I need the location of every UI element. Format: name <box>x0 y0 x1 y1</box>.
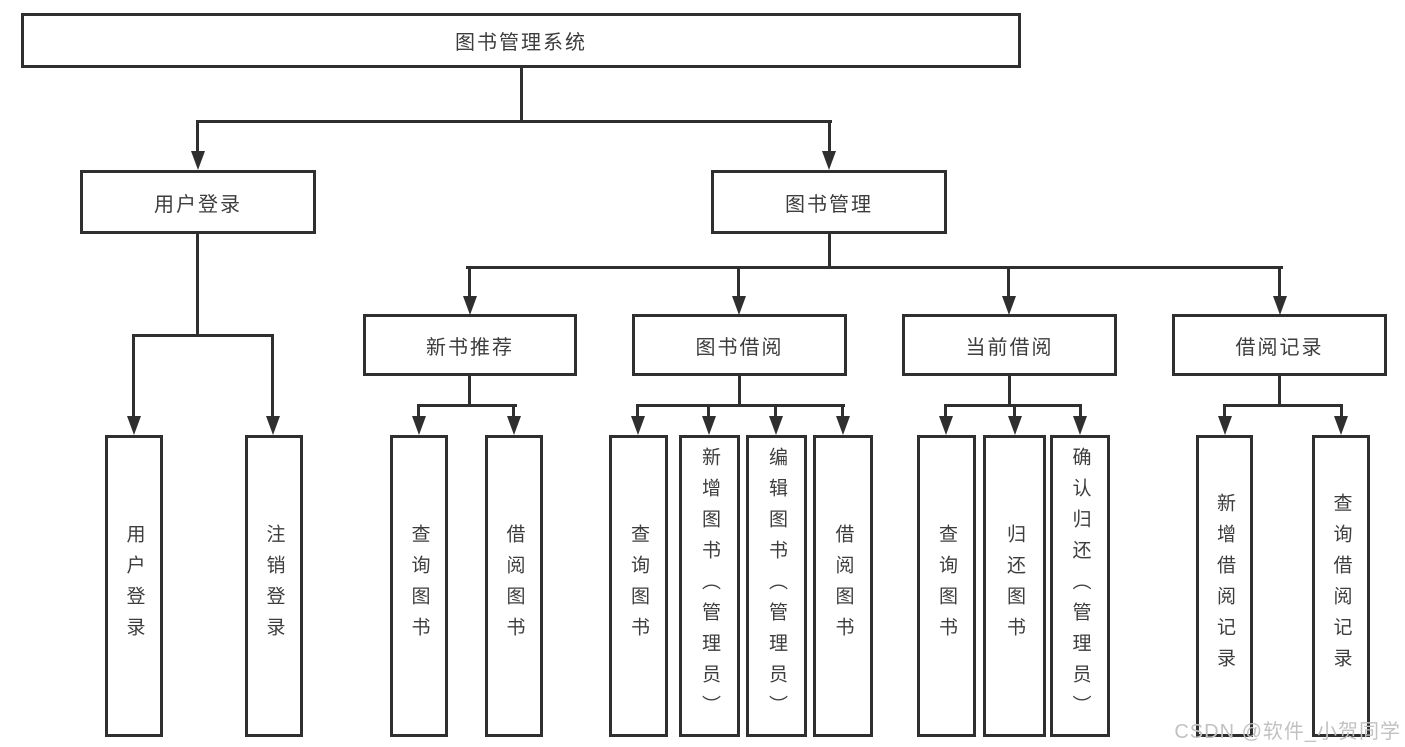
connector-current-drop-1 <box>944 404 947 420</box>
arrowhead-borrow-records <box>1273 296 1287 315</box>
connector-root-drop-right <box>828 120 831 156</box>
leaf-borrow-query-books-label: 查询图书 <box>628 524 649 648</box>
arrowhead-leaf-user-login <box>127 416 141 435</box>
arrowhead-book-borrow <box>732 296 746 315</box>
node-user-login: 用户登录 <box>80 170 316 234</box>
connector-mgmt-drop-1 <box>468 266 471 300</box>
leaf-borrow-books: 借阅图书 <box>813 435 873 737</box>
leaf-query-borrow-record-label: 查询借阅记录 <box>1330 493 1352 679</box>
node-borrow-records: 借阅记录 <box>1172 314 1387 376</box>
connector-recommend-stem <box>468 376 471 407</box>
arrowhead-recommend-borrow <box>507 416 521 435</box>
connector-current-drop-3 <box>1079 404 1082 420</box>
leaf-add-borrow-record: 新增借阅记录 <box>1196 435 1253 737</box>
connector-root-stem <box>520 68 523 121</box>
arrowhead-user-login <box>191 151 205 170</box>
leaf-edit-books-admin: 编辑图书（管理员） <box>746 435 807 737</box>
connector-mgmt-drop-2 <box>737 266 740 300</box>
connector-login-drop-right <box>271 334 274 420</box>
connector-records-stem <box>1278 376 1281 407</box>
leaf-user-login-label: 用户登录 <box>123 524 145 648</box>
leaf-add-books-admin: 新增图书（管理员） <box>679 435 740 737</box>
arrowhead-book-management <box>822 151 836 170</box>
node-new-book-recommend: 新书推荐 <box>363 314 577 376</box>
connector-recommend-drop-2 <box>512 404 515 420</box>
arrowhead-edit-books <box>769 416 783 435</box>
leaf-return-books: 归还图书 <box>983 435 1046 737</box>
leaf-recommend-borrow-books-label: 借阅图书 <box>503 524 525 648</box>
leaf-user-login: 用户登录 <box>105 435 163 737</box>
arrowhead-current-query <box>939 416 953 435</box>
arrowhead-query-record <box>1334 416 1348 435</box>
leaf-confirm-return-admin: 确认归还（管理员） <box>1050 435 1110 737</box>
leaf-return-books-label: 归还图书 <box>1004 524 1025 648</box>
leaf-recommend-query-books: 查询图书 <box>390 435 448 737</box>
arrowhead-current-borrow <box>1002 296 1016 315</box>
node-book-management: 图书管理 <box>711 170 947 234</box>
arrowhead-confirm-return <box>1073 416 1087 435</box>
leaf-logout-label: 注销登录 <box>263 524 285 648</box>
leaf-logout: 注销登录 <box>245 435 303 737</box>
connector-mgmt-bar <box>466 266 1283 269</box>
node-current-borrow: 当前借阅 <box>902 314 1117 376</box>
connector-login-drop-left <box>132 334 135 420</box>
arrowhead-return-books <box>1008 416 1022 435</box>
leaf-edit-books-admin-label: 编辑图书（管理员） <box>766 446 787 726</box>
connector-root-drop-left <box>196 120 199 156</box>
connector-records-drop-1 <box>1223 404 1226 420</box>
leaf-add-borrow-record-label: 新增借阅记录 <box>1214 493 1235 679</box>
connector-records-drop-2 <box>1340 404 1343 420</box>
leaf-borrow-query-books: 查询图书 <box>609 435 668 737</box>
connector-borrow-stem <box>738 376 741 407</box>
connector-recommend-bar <box>417 404 517 407</box>
connector-borrow-drop-4 <box>841 404 844 420</box>
arrowhead-borrow-query <box>631 416 645 435</box>
connector-borrow-drop-3 <box>774 404 777 420</box>
csdn-watermark-text: CSDN @软件_小贺同学 <box>1174 721 1401 743</box>
connector-current-drop-2 <box>1013 404 1016 420</box>
leaf-current-query-books: 查询图书 <box>917 435 976 737</box>
arrowhead-borrow-books <box>836 416 850 435</box>
node-root-label: 图书管理系统 <box>455 32 587 54</box>
connector-login-stem <box>196 234 199 337</box>
leaf-recommend-query-books-label: 查询图书 <box>408 524 430 648</box>
node-book-borrow-label: 图书借阅 <box>695 336 784 359</box>
node-book-borrow: 图书借阅 <box>632 314 847 376</box>
node-borrow-records-label: 借阅记录 <box>1235 336 1324 359</box>
arrowhead-recommend-query <box>412 416 426 435</box>
leaf-recommend-borrow-books: 借阅图书 <box>485 435 543 737</box>
connector-records-bar <box>1223 404 1343 407</box>
node-new-book-recommend-label: 新书推荐 <box>426 336 514 359</box>
leaf-current-query-books-label: 查询图书 <box>936 524 957 648</box>
arrowhead-leaf-logout <box>266 416 280 435</box>
connector-mgmt-drop-3 <box>1007 266 1010 300</box>
node-current-borrow-label: 当前借阅 <box>965 336 1054 359</box>
leaf-confirm-return-admin-label: 确认归还（管理员） <box>1069 446 1091 726</box>
node-book-management-label: 图书管理 <box>785 193 873 216</box>
connector-mgmt-stem <box>828 234 831 268</box>
connector-current-stem <box>1008 376 1011 407</box>
node-user-login-label: 用户登录 <box>154 193 242 216</box>
arrowhead-add-record <box>1218 416 1232 435</box>
connector-mgmt-drop-4 <box>1278 266 1281 300</box>
leaf-add-books-admin-label: 新增图书（管理员） <box>699 446 720 726</box>
connector-borrow-drop-2 <box>707 404 710 420</box>
connector-recommend-drop-1 <box>417 404 420 420</box>
connector-borrow-bar <box>636 404 845 407</box>
connector-root-bar <box>196 120 832 123</box>
connector-login-bar <box>132 334 274 337</box>
csdn-watermark: CSDN @软件_小贺同学 <box>1174 715 1401 744</box>
leaf-query-borrow-record: 查询借阅记录 <box>1312 435 1370 737</box>
leaf-borrow-books-label: 借阅图书 <box>832 524 854 648</box>
arrowhead-new-book-recommend <box>463 296 477 315</box>
connector-borrow-drop-1 <box>636 404 639 420</box>
arrowhead-add-books <box>702 416 716 435</box>
node-root: 图书管理系统 <box>21 13 1021 68</box>
